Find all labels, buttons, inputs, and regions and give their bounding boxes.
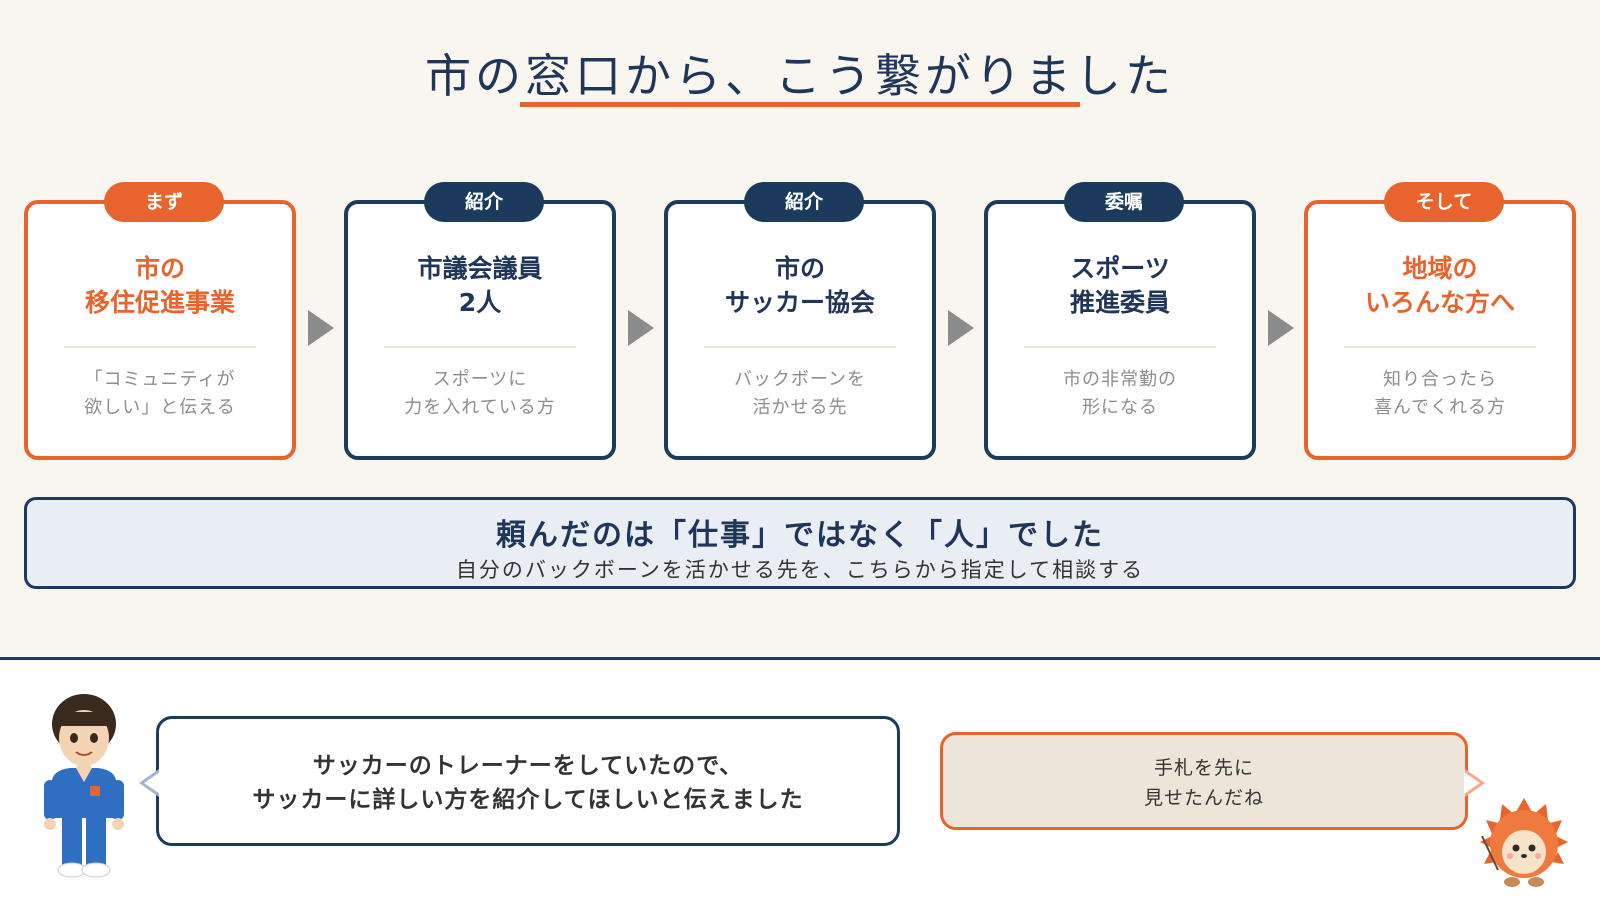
divider (704, 346, 896, 348)
summary-subtext: 自分のバックボーンを活かせる先を、こちらから指定して相談する (455, 558, 1145, 582)
title-underline (520, 102, 1080, 107)
arrow-right-icon (628, 310, 654, 346)
mascot-speech-text: 手札を先に 見せたんだね (1143, 757, 1264, 809)
arrow-right-icon (308, 310, 334, 346)
trainer-speech-bubble: サッカーのトレーナーをしていたので、 サッカーに詳しい方を紹介してほしいと伝えま… (139, 716, 900, 846)
step-title: 市の サッカー協会 (724, 254, 875, 317)
step-card-3: 紹介 市の サッカー協会 バックボーンを 活かせる先 (664, 182, 936, 460)
step-badge: 紹介 (744, 182, 864, 222)
step-title: 市の 移住促進事業 (84, 254, 235, 317)
step-description: バックボーンを 活かせる先 (733, 369, 867, 418)
divider (1344, 346, 1536, 348)
step-card-5: そして 地域の いろんな方へ 知り合ったら 喜んでくれる方 (1304, 182, 1576, 460)
trainer-avatar-icon (34, 688, 134, 888)
trainer-speech-text: サッカーのトレーナーをしていたので、 サッカーに詳しい方を紹介してほしいと伝えま… (252, 753, 804, 813)
step-title: スポーツ 推進委員 (1069, 254, 1170, 317)
divider (1024, 346, 1216, 348)
page-title: 市の窓口から、こう繋がりました (425, 49, 1175, 103)
divider (64, 346, 256, 348)
step-title: 市議会議員 2人 (417, 254, 543, 317)
step-description: 市の非常勤の 形になる (1063, 369, 1177, 418)
step-badge: まず (104, 182, 224, 222)
step-description: 「コミュニティが 欲しい」と伝える (84, 369, 236, 418)
bubble-tail-inner (144, 772, 160, 794)
step-description: スポーツに 力を入れている方 (404, 369, 556, 418)
hedgehog-mascot-icon (1476, 796, 1572, 892)
mascot-speech-bubble: 手札を先に 見せたんだね (940, 732, 1485, 830)
infographic-panel: 市の窓口から、こう繋がりました まず 市の 移住促進事業 「コミュニティが 欲し… (0, 0, 1600, 660)
step-badge: 紹介 (424, 182, 544, 222)
step-card-2: 紹介 市議会議員 2人 スポーツに 力を入れている方 (344, 182, 616, 460)
summary-banner: 頼んだのは「仕事」ではなく「人」でした 自分のバックボーンを活かせる先を、こちら… (24, 497, 1576, 589)
step-description: 知り合ったら 喜んでくれる方 (1373, 369, 1507, 418)
step-badge: 委嘱 (1064, 182, 1184, 222)
summary-heading: 頼んだのは「仕事」ではなく「人」でした (496, 518, 1104, 553)
divider (384, 346, 576, 348)
bubble-tail-inner (1464, 772, 1480, 794)
step-card-4: 委嘱 スポーツ 推進委員 市の非常勤の 形になる (984, 182, 1256, 460)
step-card-1: まず 市の 移住促進事業 「コミュニティが 欲しい」と伝える (24, 182, 296, 460)
step-badge: そして (1384, 182, 1504, 222)
arrow-right-icon (948, 310, 974, 346)
step-title: 地域の いろんな方へ (1364, 254, 1515, 317)
arrow-right-icon (1268, 310, 1294, 346)
